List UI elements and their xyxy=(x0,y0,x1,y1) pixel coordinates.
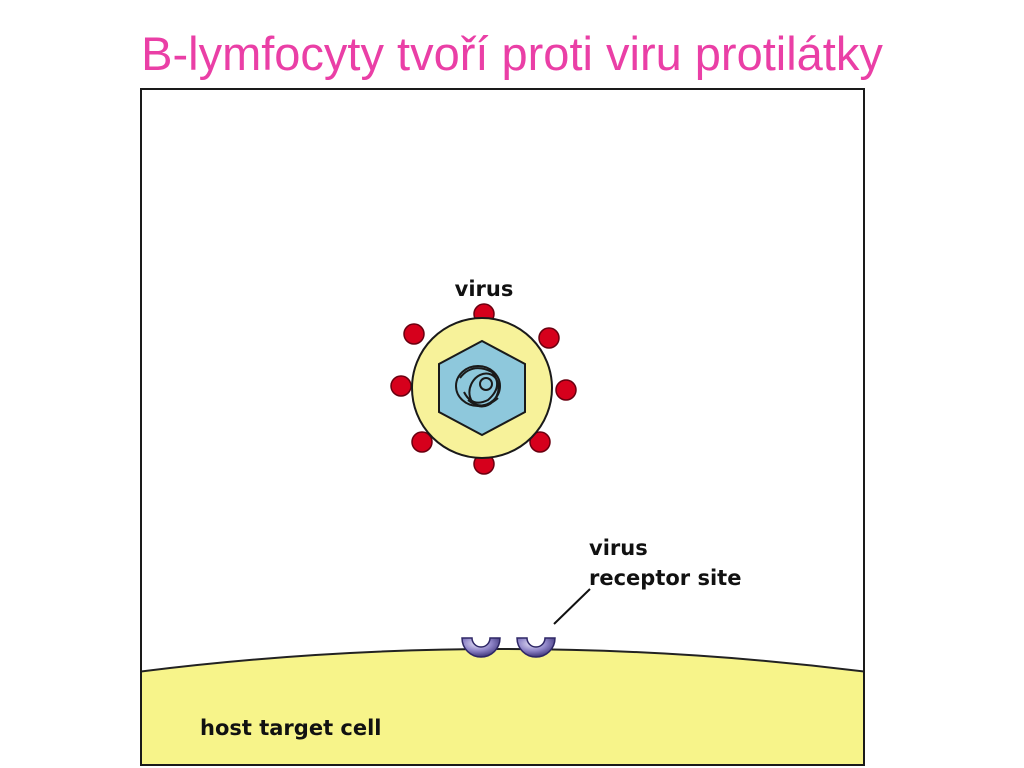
label-receptor-line1: virus xyxy=(589,536,648,560)
receptor-site-left xyxy=(461,637,501,658)
label-receptor-line2: receptor site xyxy=(589,566,741,590)
diagram-frame: virus virus receptor site host target ce… xyxy=(140,88,865,766)
receptor-site-right xyxy=(516,637,556,658)
virus-spike xyxy=(390,375,412,397)
virus-spike xyxy=(529,431,551,453)
label-host-target-cell: host target cell xyxy=(200,716,382,740)
receptor-pointer-line xyxy=(553,588,591,625)
virus-spike xyxy=(538,327,560,349)
host-target-cell xyxy=(142,648,863,764)
slide-title: B-lymfocyty tvoří proti viru protilátky xyxy=(141,27,883,80)
virus-spike xyxy=(555,379,577,401)
virus-genetic-material xyxy=(455,365,501,408)
label-virus: virus xyxy=(455,277,514,301)
virus-spike xyxy=(403,323,425,345)
virus-particle xyxy=(390,303,577,475)
virus-diagram: virus virus receptor site host target ce… xyxy=(142,277,863,764)
virus-spike xyxy=(411,431,433,453)
